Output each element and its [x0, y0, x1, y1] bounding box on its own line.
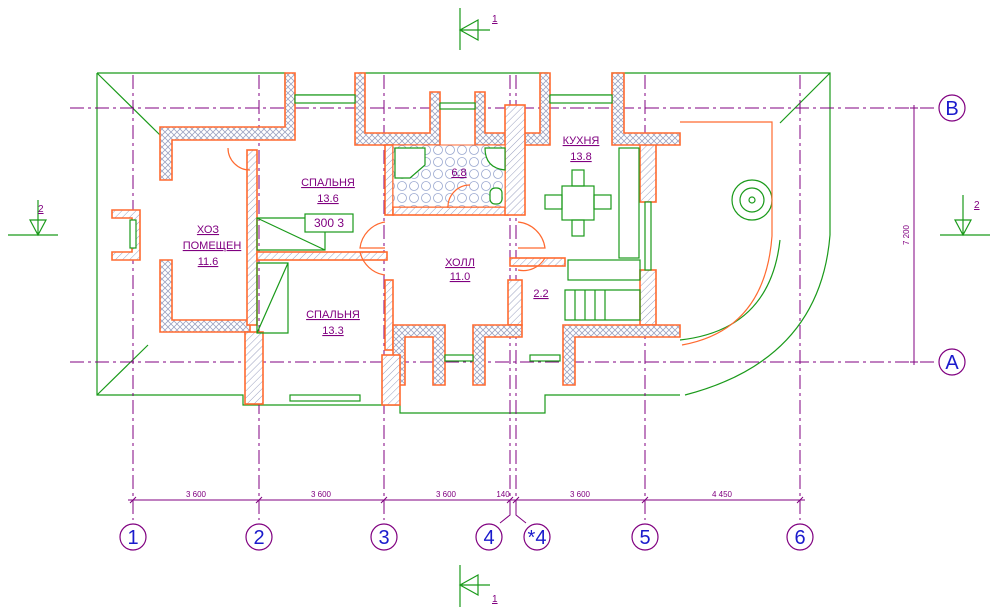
- svg-text:3 600: 3 600: [436, 490, 457, 499]
- room-kitchen-area: 13.8: [570, 151, 591, 163]
- room-utility-name: ХОЗ: [197, 224, 220, 236]
- svg-text:5: 5: [639, 527, 650, 549]
- svg-text:3: 3: [378, 527, 389, 549]
- room-labels: СПАЛЬНЯ 13.6 ХОЗ ПОМЕЩЕН 11.6 СПАЛЬНЯ 13…: [183, 135, 600, 337]
- svg-text:1: 1: [492, 594, 498, 605]
- svg-text:1: 1: [492, 14, 498, 25]
- room-closet-area: 2.2: [533, 288, 548, 300]
- room-bathroom-area: 6.8: [451, 167, 466, 179]
- doors: [227, 147, 546, 276]
- svg-text:4: 4: [483, 527, 494, 549]
- element-tag: 300 3: [314, 216, 344, 230]
- svg-text:А: А: [945, 352, 959, 374]
- svg-text:*4: *4: [528, 527, 547, 549]
- svg-text:В: В: [945, 98, 958, 120]
- svg-text:4 450: 4 450: [712, 490, 733, 499]
- room-kitchen-name: КУХНЯ: [563, 135, 600, 147]
- svg-text:2: 2: [253, 527, 264, 549]
- room-bedroom-2-name: СПАЛЬНЯ: [306, 309, 360, 321]
- walls: [111, 72, 681, 406]
- room-utility-name2: ПОМЕЩЕН: [183, 240, 242, 252]
- furniture: [256, 147, 773, 334]
- room-bedroom-1-name: СПАЛЬНЯ: [301, 177, 355, 189]
- section-marks: 1 1 2 2: [8, 8, 990, 607]
- svg-text:1: 1: [127, 527, 138, 549]
- toilet-fixture: [489, 187, 503, 205]
- room-hall-area: 11.0: [450, 271, 471, 283]
- svg-text:2: 2: [38, 204, 44, 215]
- svg-text:3 600: 3 600: [186, 490, 207, 499]
- room-utility-area: 11.6: [198, 256, 219, 268]
- room-hall-name: ХОЛЛ: [445, 257, 475, 269]
- svg-text:140: 140: [496, 490, 510, 499]
- shower-fixture: [394, 147, 426, 179]
- svg-text:6: 6: [794, 527, 805, 549]
- terrace-parapet: [680, 121, 773, 346]
- axis-bubbles: 1 2 3 4 *4 5 6 В А: [119, 94, 966, 551]
- svg-text:3 600: 3 600: [311, 490, 332, 499]
- room-bedroom-2-area: 13.3: [322, 325, 343, 337]
- svg-text:3 600: 3 600: [570, 490, 591, 499]
- sink-fixture: [484, 147, 506, 171]
- vertical-dimension: 7 200: [902, 224, 911, 245]
- windows: [129, 94, 652, 402]
- room-bedroom-1-area: 13.6: [317, 193, 338, 205]
- dimension-chain: 3 600 3 600 3 600 140 3 600 4 450 7 200: [128, 105, 918, 524]
- svg-text:2: 2: [974, 200, 980, 211]
